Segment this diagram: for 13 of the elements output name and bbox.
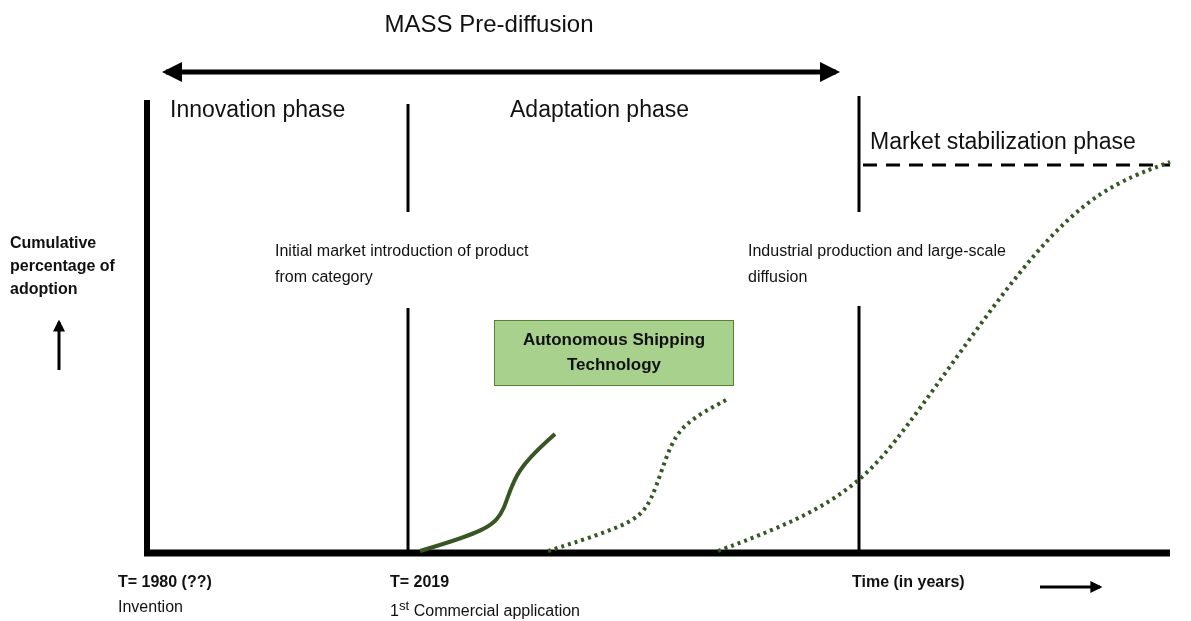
phase-label: Market stabilization phase [870,127,1136,156]
time-marker-label: T= 2019 [390,572,450,592]
stage-description: Industrial production and large-scale diffusion [748,241,1007,287]
milestone-label: Invention [118,597,183,617]
chart-title: MASS Pre-diffusion [384,9,594,39]
axis-label: Time (in years) [852,572,965,592]
time-marker-label: T= 1980 (??) [118,572,212,592]
technology-box: Autonomous Shipping Technology [494,320,734,386]
axis-label: Cumulative percentage of adoption [10,233,116,300]
stage-description: Initial market introduction of product from category [275,241,530,287]
phase-label: Adaptation phase [510,95,690,124]
phase-label: Innovation phase [170,95,346,124]
milestone-label: 1$^{st}$ Commercial application [390,597,580,621]
